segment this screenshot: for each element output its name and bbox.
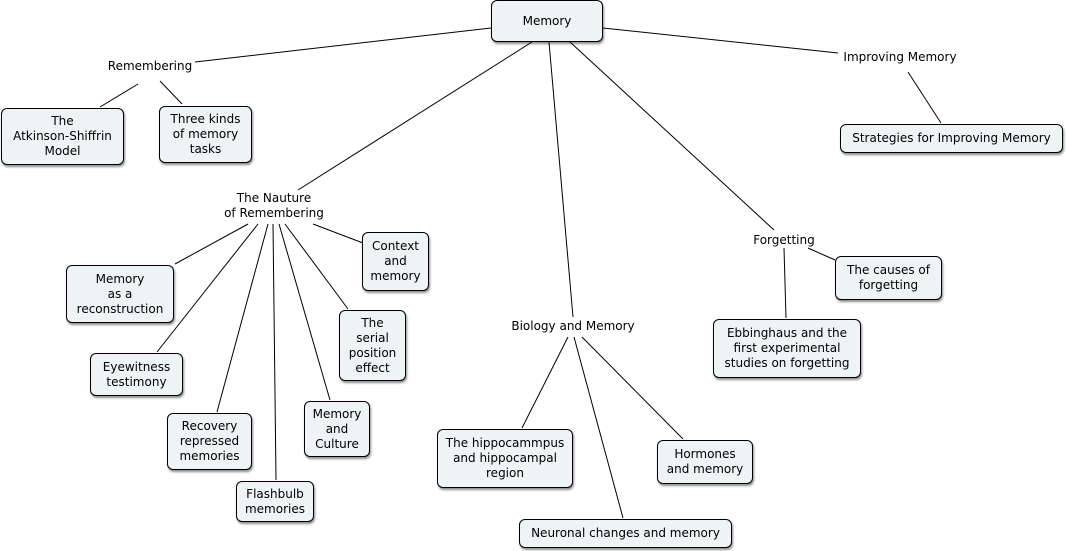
edge-nature-context xyxy=(312,223,364,244)
edge-biology-hippocampus xyxy=(521,336,569,429)
edge-nature-recovery xyxy=(216,223,269,413)
edge-biology-neuronal xyxy=(573,336,624,519)
node-remembering[interactable]: Remembering xyxy=(107,58,193,73)
node-memory-as-reconstruction[interactable]: Memory as a reconstruction xyxy=(66,265,174,323)
edge-nature-serial xyxy=(284,223,349,310)
node-forgetting[interactable]: Forgetting xyxy=(753,232,815,247)
edge-memory-forgetting xyxy=(569,41,775,231)
edge-biology-hormones xyxy=(581,336,684,440)
node-biology-and-memory[interactable]: Biology and Memory xyxy=(511,318,635,333)
node-ebbinghaus-forgetting-studies[interactable]: Ebbinghaus and the first experimental st… xyxy=(713,319,861,378)
edge-nature-culture xyxy=(278,223,331,401)
node-hormones-and-memory[interactable]: Hormones and memory xyxy=(657,440,753,484)
edge-nature-eyewitness xyxy=(156,223,259,353)
node-atkinson-shiffrin-model[interactable]: The Atkinson-Shiffrin Model xyxy=(1,108,124,165)
node-hippocampus-region[interactable]: The hippocammpus and hippocampal region xyxy=(437,429,573,488)
node-neuronal-changes-and-memory[interactable]: Neuronal changes and memory xyxy=(519,519,732,548)
node-improving-memory[interactable]: Improving Memory xyxy=(843,49,957,64)
node-recovery-repressed-memories[interactable]: Recovery repressed memories xyxy=(167,413,252,470)
node-serial-position-effect[interactable]: The serial position effect xyxy=(339,310,406,381)
edge-memory-nature xyxy=(297,41,533,191)
node-context-and-memory[interactable]: Context and memory xyxy=(362,232,429,291)
edge-nature-reconstruction xyxy=(174,223,249,265)
edge-memory-remembering xyxy=(194,27,492,63)
edge-remembering-atkinson xyxy=(99,83,139,108)
edge-improving-strategies xyxy=(907,71,942,124)
edge-forgetting-ebbinghaus xyxy=(783,247,787,319)
node-three-kinds-of-memory-tasks[interactable]: Three kinds of memory tasks xyxy=(159,106,252,163)
edge-memory-biology xyxy=(548,41,574,318)
edge-remembering-threekinds xyxy=(159,80,183,105)
node-memory[interactable]: Memory xyxy=(491,0,603,42)
edge-nature-flashbulb xyxy=(272,223,277,481)
edge-forgetting-causes xyxy=(807,247,836,261)
edge-memory-improving xyxy=(602,27,839,54)
node-eyewitness-testimony[interactable]: Eyewitness testimony xyxy=(90,353,183,396)
node-strategies-for-improving-memory[interactable]: Strategies for Improving Memory xyxy=(840,124,1063,153)
node-causes-of-forgetting[interactable]: The causes of forgetting xyxy=(835,256,942,300)
node-nature-of-remembering[interactable]: The Nauture of Remembering xyxy=(224,191,324,220)
node-memory-and-culture[interactable]: Memory and Culture xyxy=(304,401,370,457)
node-flashbulb-memories[interactable]: Flashbulb memories xyxy=(236,481,314,522)
